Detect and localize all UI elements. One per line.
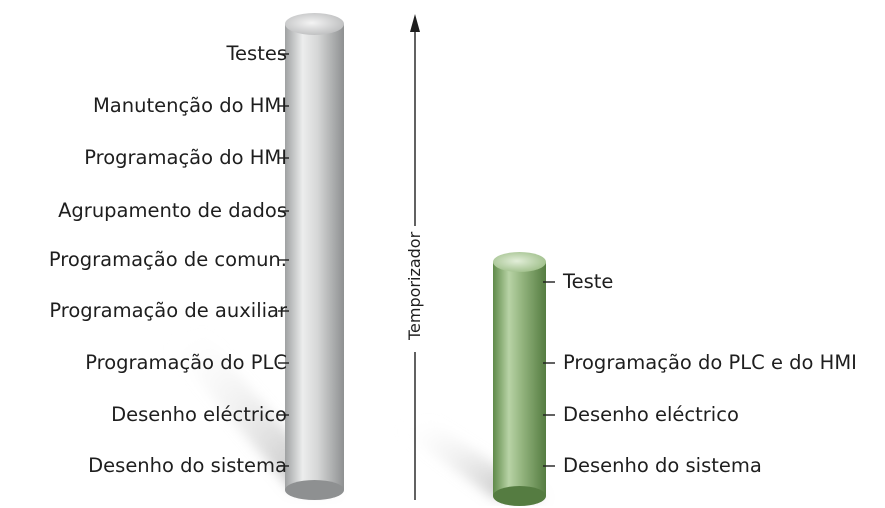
arrow-up-icon [410,14,420,32]
timeline-axis [410,14,420,500]
label-programacao-plc-hmi: Programação do PLC e do HMI [563,351,857,374]
label-desenho-electrico-right: Desenho eléctrico [563,403,739,426]
label-testes: Testes [226,42,287,65]
right-column-ticks [543,281,555,467]
left-column [285,13,344,500]
timeline-axis-label: Temporizador [405,231,424,340]
right-column [493,252,546,506]
label-agrupamento-dados: Agrupamento de dados [58,199,287,222]
label-manutencao-hmi: Manutenção do HMI [92,94,287,117]
label-desenho-electrico: Desenho eléctrico [111,403,287,426]
label-teste: Teste [563,270,614,293]
label-programacao-auxiliar: Programação de auxiliar [49,299,287,322]
label-desenho-sistema-right: Desenho do sistema [563,454,762,477]
label-programacao-comun: Programação de comun. [48,248,287,271]
label-desenho-sistema: Desenho do sistema [88,454,287,477]
label-programacao-hmi: Programação do HMI [84,146,287,169]
label-programacao-plc: Programação do PLC [85,351,287,374]
left-column-ticks [278,53,289,467]
